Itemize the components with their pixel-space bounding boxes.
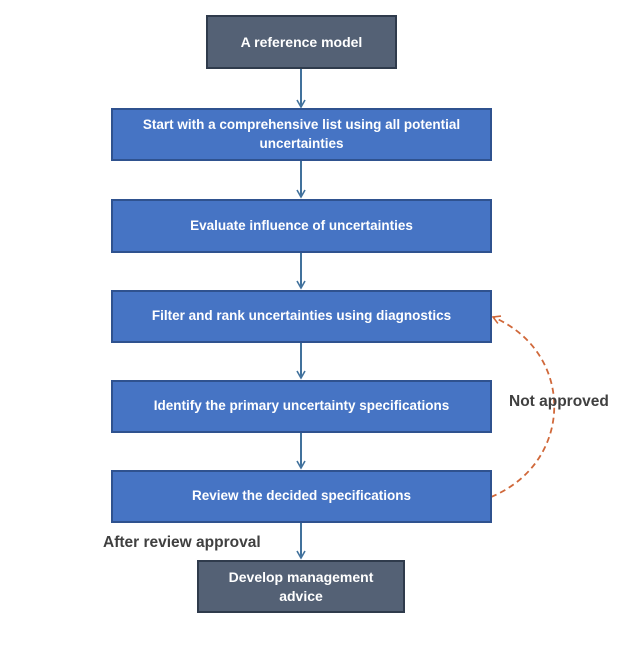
- node-evaluate-influence-label: Evaluate influence of uncertainties: [190, 217, 413, 233]
- label-after-review-approval: After review approval: [103, 534, 261, 551]
- node-review-decided: Review the decided specifications: [111, 470, 492, 523]
- node-review-decided-label: Review the decided specifications: [191, 488, 412, 504]
- node-filter-rank-label: Filter and rank uncertainties using diag…: [151, 308, 452, 324]
- node-reference-model-label: A reference model: [240, 33, 363, 50]
- node-comprehensive-list: Start with a comprehensive list using al…: [111, 108, 492, 161]
- node-identify-primary-label: Identify the primary uncertainty specifi…: [153, 398, 450, 414]
- node-comprehensive-list-label: Start with a comprehensive list using al…: [142, 117, 461, 151]
- node-evaluate-influence: Evaluate influence of uncertainties: [111, 199, 492, 253]
- node-develop-advice: Develop management advice: [197, 560, 405, 613]
- node-develop-advice-label: Develop management advice: [228, 568, 374, 604]
- node-identify-primary: Identify the primary uncertainty specifi…: [111, 380, 492, 433]
- node-filter-rank: Filter and rank uncertainties using diag…: [111, 290, 492, 343]
- node-reference-model: A reference model: [206, 15, 397, 69]
- feedback-arrow-not-approved: [490, 315, 556, 498]
- label-not-approved: Not approved: [509, 393, 609, 410]
